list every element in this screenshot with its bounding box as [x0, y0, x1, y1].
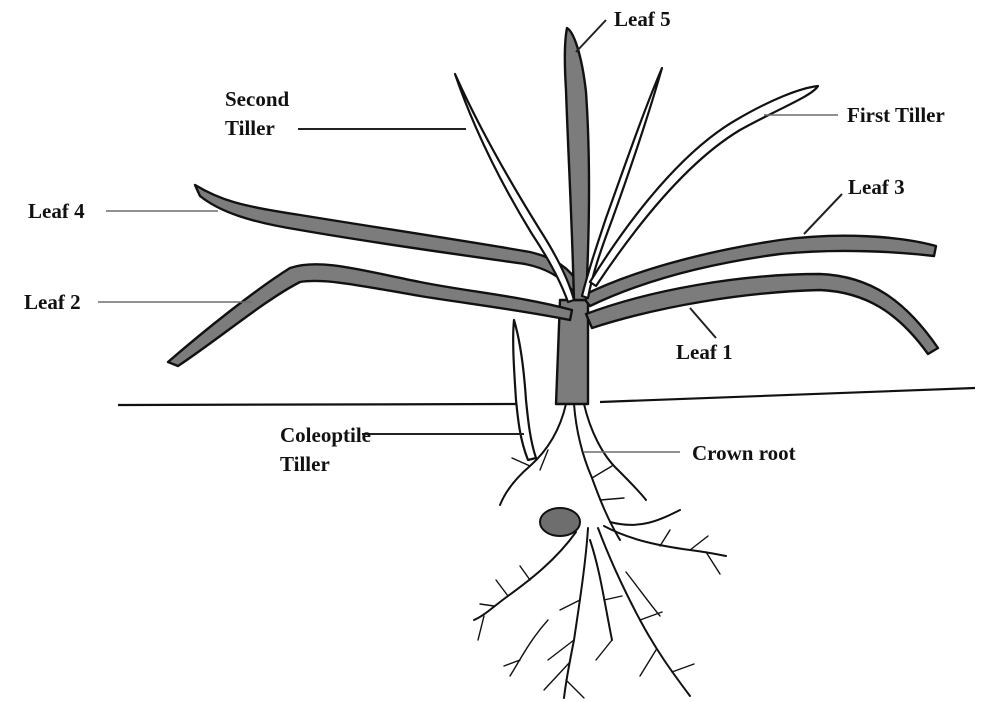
label-leaf-3: Leaf 3: [848, 175, 905, 199]
inner-blade: [582, 68, 662, 298]
label-crown-root: Crown root: [692, 441, 796, 465]
roots: [474, 404, 726, 698]
leader-leaf-3: [804, 194, 842, 234]
label-leaf-5: Leaf 5: [614, 7, 671, 31]
label-second-tiller-line2: Tiller: [225, 116, 275, 140]
coleoptile-tiller: [513, 320, 536, 460]
label-first-tiller: First Tiller: [847, 103, 945, 127]
label-coleoptile-tiller-line2: Tiller: [280, 452, 330, 476]
leaf-2: [168, 264, 572, 366]
label-leaf-2: Leaf 2: [24, 290, 81, 314]
label-coleoptile-tiller-line1: Coleoptile: [280, 423, 371, 447]
label-leaf-4: Leaf 4: [28, 199, 85, 223]
leader-leaf-5: [576, 20, 606, 52]
seed: [540, 508, 580, 536]
label-leaf-1: Leaf 1: [676, 340, 733, 364]
leader-leaf-1: [690, 308, 716, 338]
soil-line: [118, 388, 975, 405]
second-tiller: [455, 74, 574, 302]
label-second-tiller-line1: Second: [225, 87, 290, 111]
leaf-5: [565, 28, 589, 300]
